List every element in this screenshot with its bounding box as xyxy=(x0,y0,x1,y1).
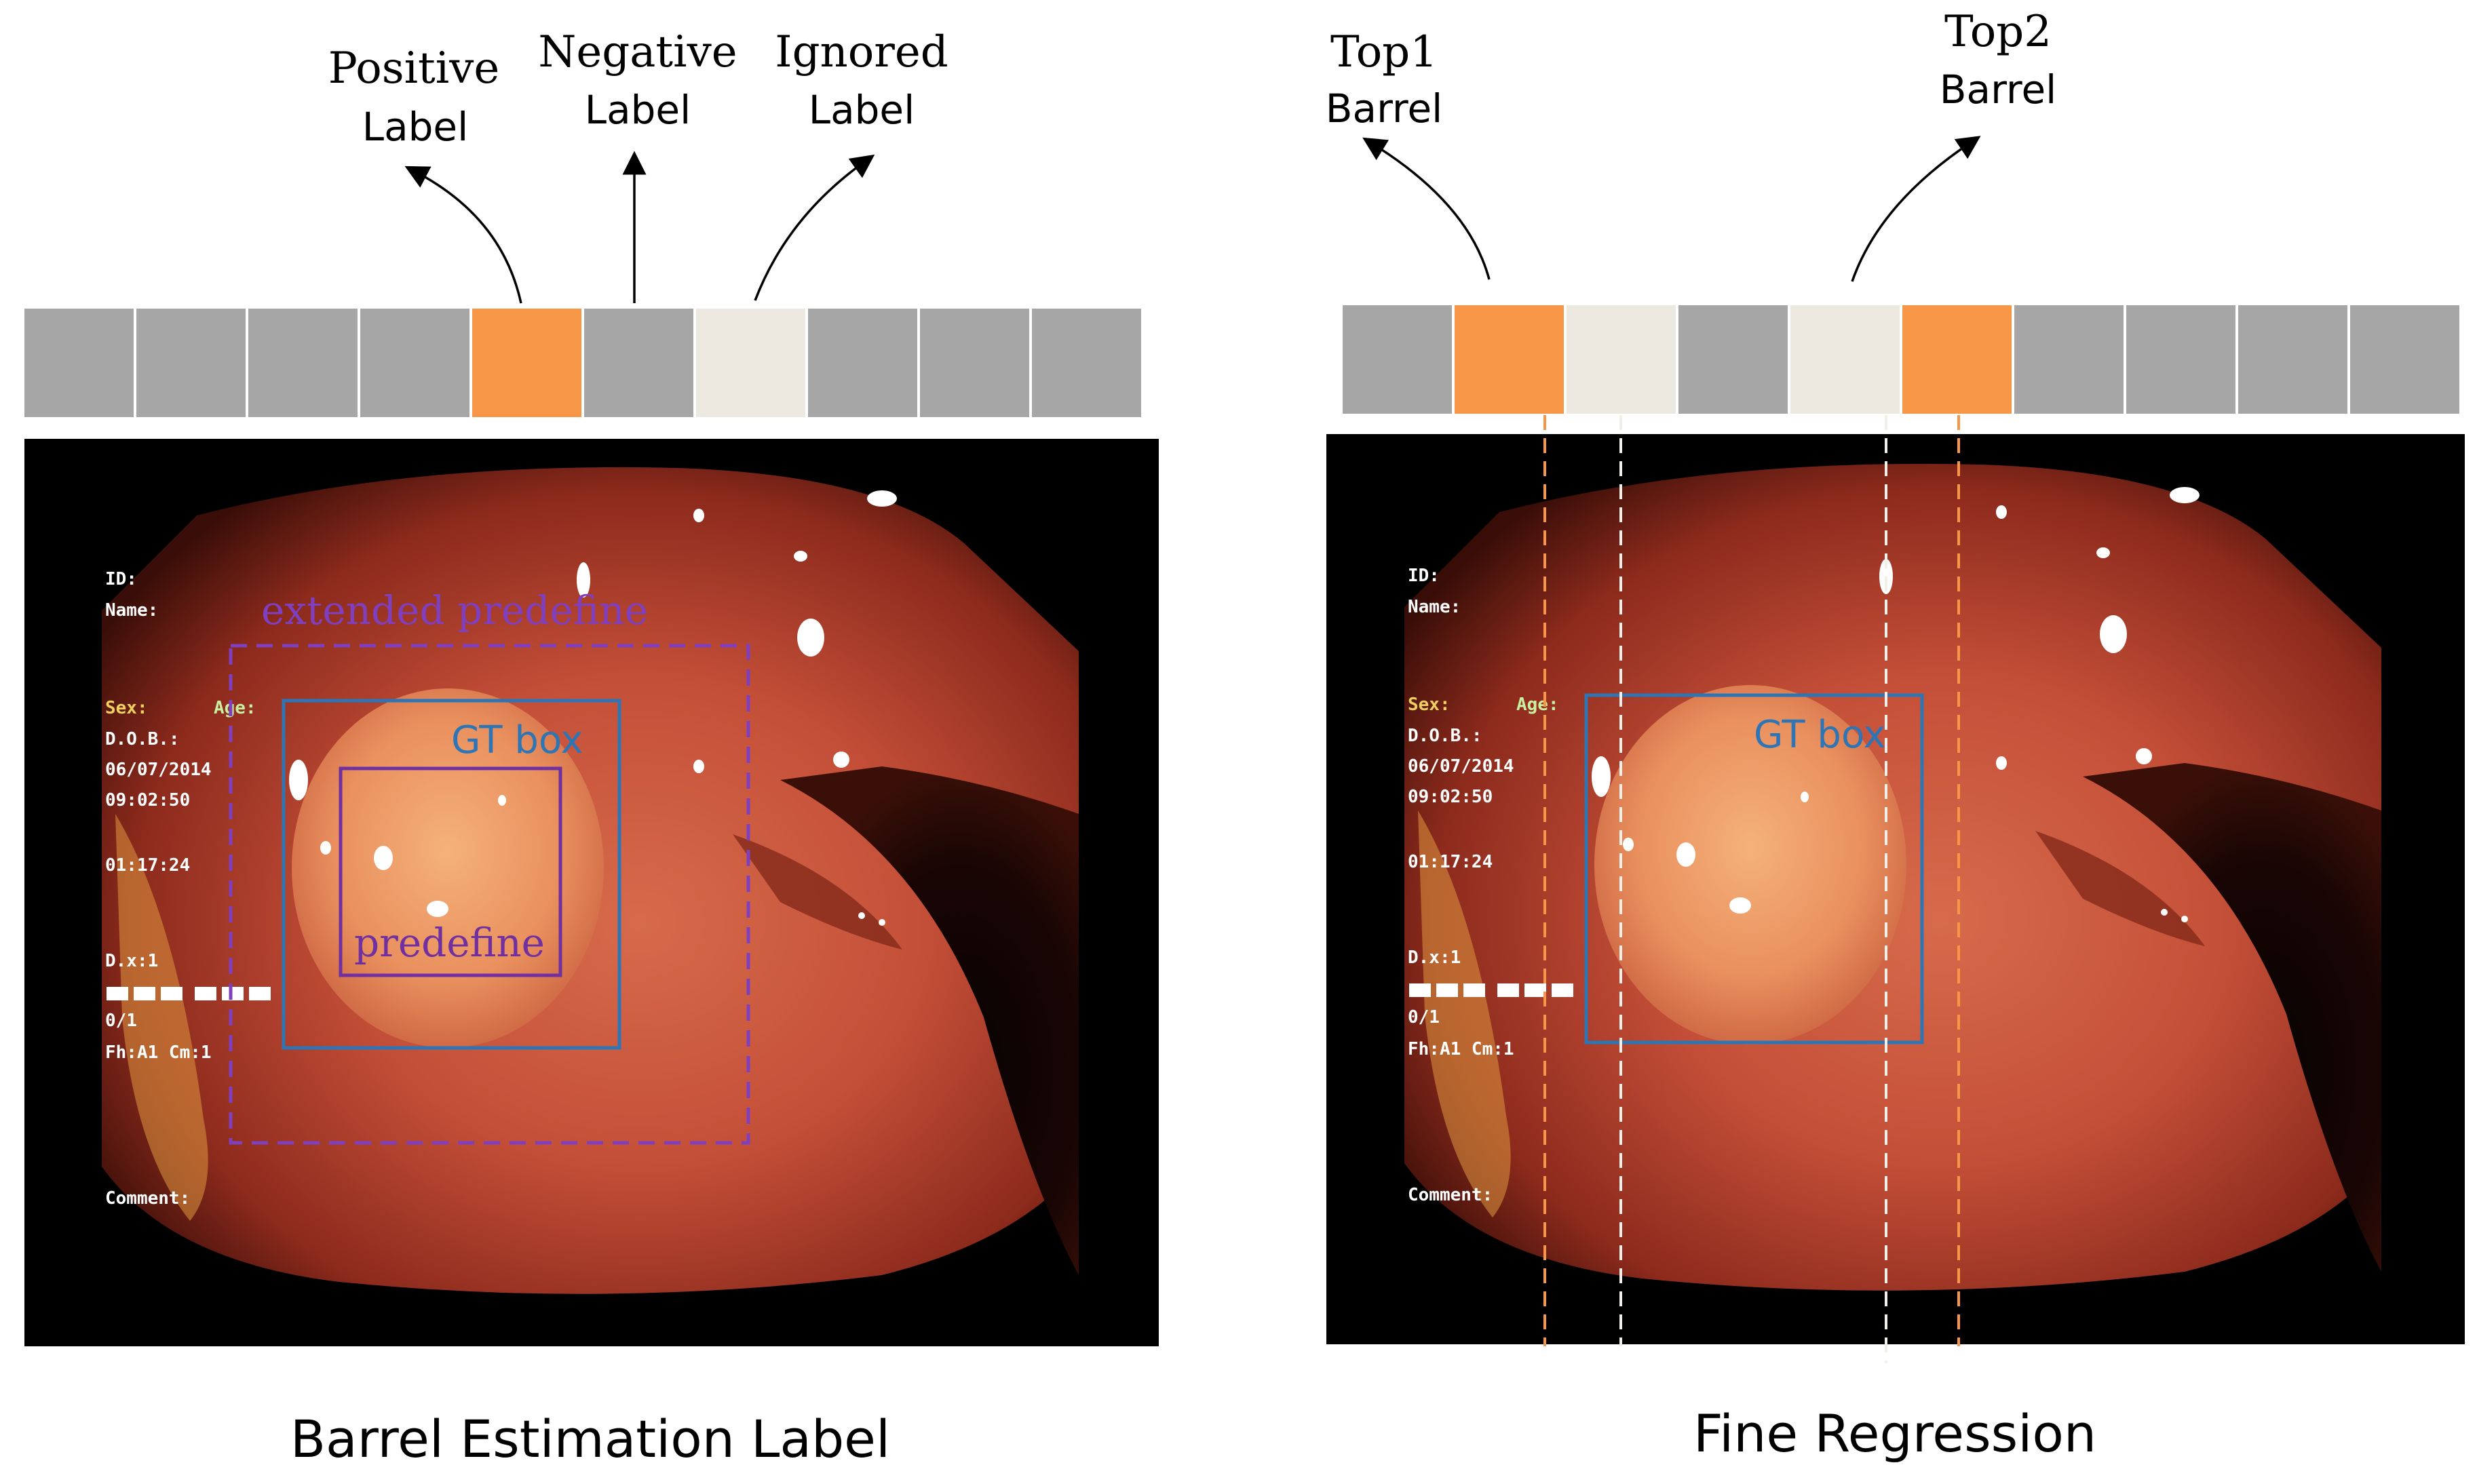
right-barrel-4-negative xyxy=(1678,305,1788,414)
overlay-fh-right: Fh:A1 Cm:1 xyxy=(1408,1039,1514,1059)
left-barrel-5-positive xyxy=(472,309,581,417)
gt-box-label-right: GT box xyxy=(1754,713,1886,757)
overlay-dob: D.O.B.: xyxy=(105,729,180,749)
left-barrel-9-negative xyxy=(920,309,1029,417)
overlay-comment: Comment: xyxy=(105,1188,190,1209)
left-barrel-1-negative xyxy=(24,309,134,417)
right-barrel-3-ignored xyxy=(1567,305,1676,414)
left-barrel-4-negative xyxy=(360,309,469,417)
left-barrel-6-negative xyxy=(584,309,693,417)
label-negative-bottom: Label xyxy=(585,87,691,133)
overlay-sex: Sex: xyxy=(105,698,148,718)
arrow-top1 xyxy=(1362,137,1491,280)
overlay-name-right: Name: xyxy=(1408,597,1461,617)
label-ignored-top: Ignored xyxy=(775,27,948,77)
label-top2-top: Top2 xyxy=(1944,7,2052,57)
overlay-date: 06/07/2014 xyxy=(105,760,212,780)
overlay-blocks xyxy=(107,987,271,1000)
overlay-counter-right: 01:17:24 xyxy=(1408,852,1493,872)
overlay-counter: 01:17:24 xyxy=(105,855,190,876)
extended-predefine-box xyxy=(229,644,750,1145)
label-top2-bottom: Barrel xyxy=(1940,66,2057,113)
left-barrel-2-negative xyxy=(136,309,246,417)
arrow-positive xyxy=(404,165,522,304)
left-barrel-7-ignored xyxy=(696,309,805,417)
overlay-id-right: ID: xyxy=(1408,566,1440,586)
left-barrel-8-negative xyxy=(808,309,917,417)
right-barrel-7-negative xyxy=(2014,305,2124,414)
right-barrel-5-ignored xyxy=(1790,305,1900,414)
overlay-comment-right: Comment: xyxy=(1408,1185,1493,1205)
left-barrel-10-negative xyxy=(1032,309,1141,417)
right-barrel-9-negative xyxy=(2238,305,2347,414)
label-positive-bottom: Label xyxy=(362,104,468,150)
label-positive-top: Positive xyxy=(328,43,500,94)
caption-right: Fine Regression xyxy=(1693,1403,2096,1464)
overlay-dob-right: D.O.B.: xyxy=(1408,726,1482,746)
overlay-sex-right: Sex: xyxy=(1408,695,1451,715)
label-top1-bottom: Barrel xyxy=(1326,85,1443,132)
left-panel: ID: Name: Sex: Age: D.O.B.: 06/07/2014 0… xyxy=(24,27,1159,1469)
predefine-box xyxy=(339,766,562,977)
label-negative-top: Negative xyxy=(538,27,737,77)
caption-left: Barrel Estimation Label xyxy=(290,1409,890,1469)
right-barrel-6-positive xyxy=(1902,305,2012,414)
label-ignored-bottom: Label xyxy=(809,87,915,133)
overlay-dx: D.x:1 xyxy=(105,951,158,971)
overlay-id: ID: xyxy=(105,569,137,589)
right-barrel-8-negative xyxy=(2126,305,2235,414)
overlay-ratio: 0/1 xyxy=(105,1011,137,1031)
arrow-top2 xyxy=(1851,136,1981,282)
overlay-time-right: 09:02:50 xyxy=(1408,787,1493,807)
label-top1-top: Top1 xyxy=(1330,27,1438,77)
overlay-fh: Fh:A1 Cm:1 xyxy=(105,1042,212,1063)
overlay-dx-right: D.x:1 xyxy=(1408,948,1461,968)
gt-box-label-left: GT box xyxy=(451,718,583,762)
overlay-date-right: 06/07/2014 xyxy=(1408,756,1514,777)
overlay-time: 09:02:50 xyxy=(105,790,190,811)
overlay-blocks-right xyxy=(1409,983,1573,997)
right-barrel-10-negative xyxy=(2350,305,2459,414)
gt-box-left xyxy=(282,699,621,1050)
overlay-name: Name: xyxy=(105,600,158,621)
arrow-ignored xyxy=(754,154,875,301)
overlay-ratio-right: 0/1 xyxy=(1408,1007,1440,1028)
barrel-strip-right xyxy=(1343,305,2459,414)
right-barrel-1-negative xyxy=(1343,305,1452,414)
overlay-age-right: Age: xyxy=(1516,695,1559,715)
right-panel: ID: Name: Sex: Age: D.O.B.: 06/07/2014 0… xyxy=(1326,7,2465,1464)
barrel-strip-left xyxy=(24,309,1141,417)
overlay-age: Age: xyxy=(214,698,256,718)
predefine-label: predefine xyxy=(354,920,545,966)
left-barrel-3-negative xyxy=(248,309,358,417)
right-barrel-2-positive xyxy=(1455,305,1564,414)
endoscopy-image-right: ID: Name: Sex: Age: D.O.B.: 06/07/2014 0… xyxy=(1326,434,2465,1344)
extended-predefine-label: extended predefine xyxy=(261,587,648,633)
endoscopy-image-left: ID: Name: Sex: Age: D.O.B.: 06/07/2014 0… xyxy=(24,439,1159,1346)
gt-box-right xyxy=(1584,693,1924,1044)
